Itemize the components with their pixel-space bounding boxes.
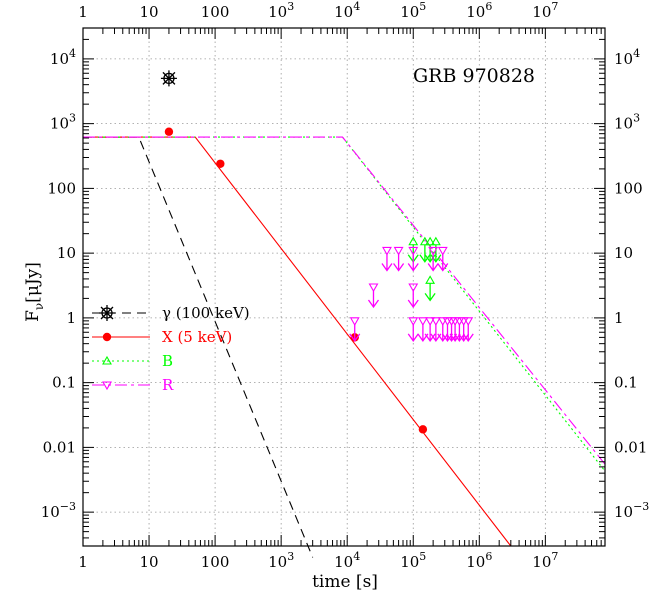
axis-ticks: 1 1 10 10 100 100 103 103 104 104 105 105 106 106 107 1… [41, 0, 650, 571]
upper-limit-2 [425, 275, 436, 284]
upper-limit-3 [349, 317, 360, 326]
chart-title: GRB 970828 [413, 65, 535, 87]
upper-limit-3-arrow [458, 323, 470, 342]
y-tick-label-left: 103 [50, 112, 76, 133]
plot-frame [82, 27, 606, 547]
x-tick-label-top: 10 [140, 3, 159, 21]
upper-limit-3-arrow [449, 323, 461, 342]
series-line-3 [83, 136, 606, 465]
data-point-1 [216, 159, 225, 168]
y-tick-label-left: 10−3 [41, 500, 76, 521]
x-tick-label-bottom: 100 [201, 553, 230, 571]
y-tick-label-left: 10 [57, 244, 76, 262]
x-tick-label-top: 100 [201, 3, 230, 21]
y-tick-label-right: 104 [614, 47, 640, 68]
upper-limit-3-arrow [453, 323, 465, 342]
data-point-1 [418, 425, 428, 434]
y-tick-label-right: 10−3 [614, 500, 649, 521]
y-axis-label: Fν[μJy] [23, 262, 46, 322]
upper-limit-3-arrow [407, 323, 419, 342]
upper-limit-3 [382, 246, 392, 256]
x-tick-label-top: 107 [532, 0, 558, 21]
upper-limit-3-arrow [424, 323, 436, 342]
x-tick-label-bottom: 105 [400, 550, 426, 571]
x-tick-label-bottom: 103 [268, 550, 294, 571]
x-tick-label-bottom: 1 [78, 553, 88, 571]
x-tick-label-top: 106 [466, 0, 492, 21]
upper-limit-3-arrow [407, 253, 419, 272]
upper-limit-3-arrow [381, 253, 393, 272]
upper-limit-3-arrow [437, 323, 449, 342]
svg-text:Fν[μJy]: Fν[μJy] [23, 262, 46, 322]
x-tick-label-bottom: 107 [532, 550, 558, 571]
x-tick-label-bottom: 104 [334, 550, 360, 571]
upper-limit-3 [417, 317, 428, 326]
x-axis-label: time [s] [312, 572, 378, 592]
legend-label: X (5 keV) [162, 328, 232, 346]
x-tick-label-bottom: 10 [140, 553, 159, 571]
x-tick-label-top: 105 [400, 0, 426, 21]
legend-marker [102, 355, 112, 365]
y-tick-label-left: 0.1 [52, 374, 76, 392]
upper-limit-3-arrow [407, 290, 419, 309]
legend-label: R [162, 376, 174, 394]
y-tick-label-right: 1 [614, 309, 624, 327]
legend-marker [102, 381, 112, 391]
upper-limit-3-arrow [437, 253, 449, 272]
y-tick-label-left: 100 [47, 179, 76, 197]
upper-limit-3 [408, 317, 419, 326]
series-line-0 [83, 136, 314, 558]
upper-limit-3 [437, 246, 448, 256]
y-tick-label-left: 1 [66, 309, 76, 327]
legend-marker-spokes [99, 305, 115, 321]
y-axis-label-main: F [23, 310, 43, 322]
upper-limit-2-arrow [424, 283, 436, 302]
x-tick-label-top: 1 [78, 3, 88, 21]
upper-limit-2 [430, 236, 441, 246]
upper-limit-2 [408, 236, 419, 246]
upper-limit-3 [368, 283, 379, 293]
y-tick-label-right: 0.01 [614, 438, 647, 456]
series-lines [83, 136, 606, 558]
upper-limit-3-arrow [462, 323, 474, 342]
upper-limit-3-arrow [441, 323, 454, 342]
upper-limit-3-arrow [417, 323, 429, 342]
legend-label: γ (100 keV) [162, 304, 250, 322]
upper-limit-3 [428, 246, 439, 256]
upper-limit-3 [408, 246, 419, 256]
y-tick-label-right: 103 [614, 112, 640, 133]
grid [83, 28, 605, 546]
upper-limit-3 [437, 317, 448, 326]
data-points [160, 70, 474, 434]
legend: γ (100 keV) X (5 keV) BR [92, 304, 250, 394]
x-tick-label-bottom: 106 [466, 550, 492, 571]
series-line-1 [83, 136, 512, 547]
y-tick-label-left: 104 [50, 47, 76, 68]
upper-limit-3-arrow [367, 290, 380, 309]
upper-limit-3 [430, 317, 441, 326]
data-point-1 [164, 127, 174, 136]
y-tick-label-left: 0.01 [43, 438, 76, 456]
legend-marker [102, 332, 112, 342]
y-axis-label-sub: ν [32, 303, 46, 310]
legend-label: B [162, 352, 173, 370]
upper-limit-3 [393, 246, 404, 256]
y-tick-label-right: 100 [614, 179, 643, 197]
y-tick-label-right: 0.1 [614, 374, 638, 392]
data-point-0-spokes [160, 70, 177, 87]
upper-limit-3 [408, 283, 419, 293]
upper-limit-3-arrow [427, 253, 439, 272]
x-tick-label-top: 104 [334, 0, 360, 21]
upper-limit-3 [425, 317, 436, 326]
upper-limit-3-arrow [393, 253, 405, 272]
upper-limit-2-arrow [419, 244, 431, 263]
upper-limit-3 [463, 317, 474, 326]
upper-limit-3-arrow [349, 323, 361, 342]
y-tick-label-right: 10 [614, 244, 633, 262]
y-axis-label-unit: [μJy] [23, 262, 43, 303]
x-tick-label-top: 103 [268, 0, 294, 21]
